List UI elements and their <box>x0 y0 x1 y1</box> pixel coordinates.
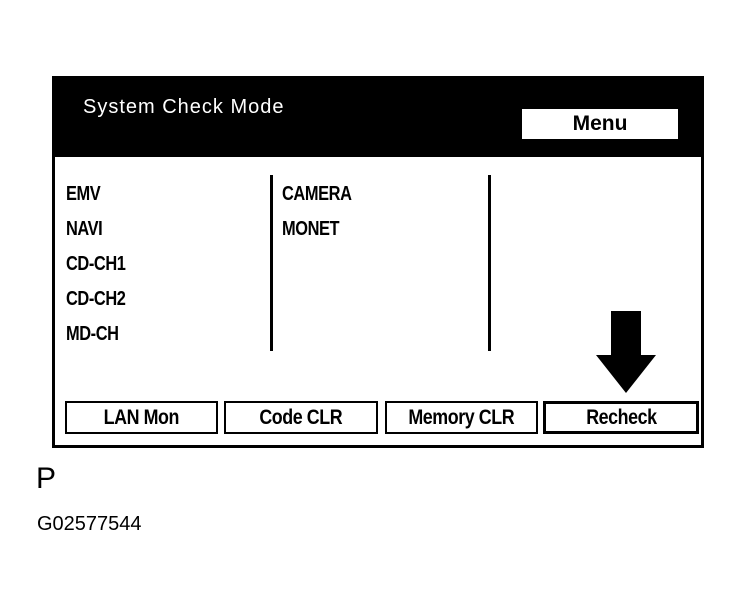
device-item-cd-ch2[interactable]: CD-CH2 <box>66 288 126 310</box>
lan-mon-label: LAN Mon <box>103 405 180 429</box>
arrow-down-icon <box>596 311 656 393</box>
code-clr-label: Code CLR <box>259 405 343 429</box>
device-list-column-2: CAMERA MONET <box>282 177 367 247</box>
memory-clr-label: Memory CLR <box>408 405 515 429</box>
lan-mon-button[interactable]: LAN Mon <box>65 401 218 434</box>
device-item-cd-ch1[interactable]: CD-CH1 <box>66 253 126 275</box>
recheck-button[interactable]: Recheck <box>543 401 699 434</box>
device-item-navi[interactable]: NAVI <box>66 218 103 240</box>
column-divider <box>270 175 273 351</box>
device-item-monet[interactable]: MONET <box>282 218 340 240</box>
menu-button[interactable]: Menu <box>522 109 678 139</box>
device-item-camera[interactable]: CAMERA <box>282 183 352 205</box>
figure-id: G02577544 <box>37 513 142 535</box>
device-list-column-1: EMV NAVI CD-CH1 CD-CH2 MD-CH <box>66 177 139 352</box>
p-label: P <box>36 462 57 495</box>
system-check-screen: System Check Mode Menu EMV NAVI CD-CH1 C… <box>52 76 704 448</box>
recheck-label: Recheck <box>585 405 657 429</box>
memory-clr-button[interactable]: Memory CLR <box>385 401 538 434</box>
column-divider <box>488 175 491 351</box>
device-item-emv[interactable]: EMV <box>66 183 101 205</box>
device-item-md-ch[interactable]: MD-CH <box>66 323 119 345</box>
page-title: System Check Mode <box>83 96 285 118</box>
header-bar: System Check Mode Menu <box>55 79 701 157</box>
code-clr-button[interactable]: Code CLR <box>224 401 378 434</box>
